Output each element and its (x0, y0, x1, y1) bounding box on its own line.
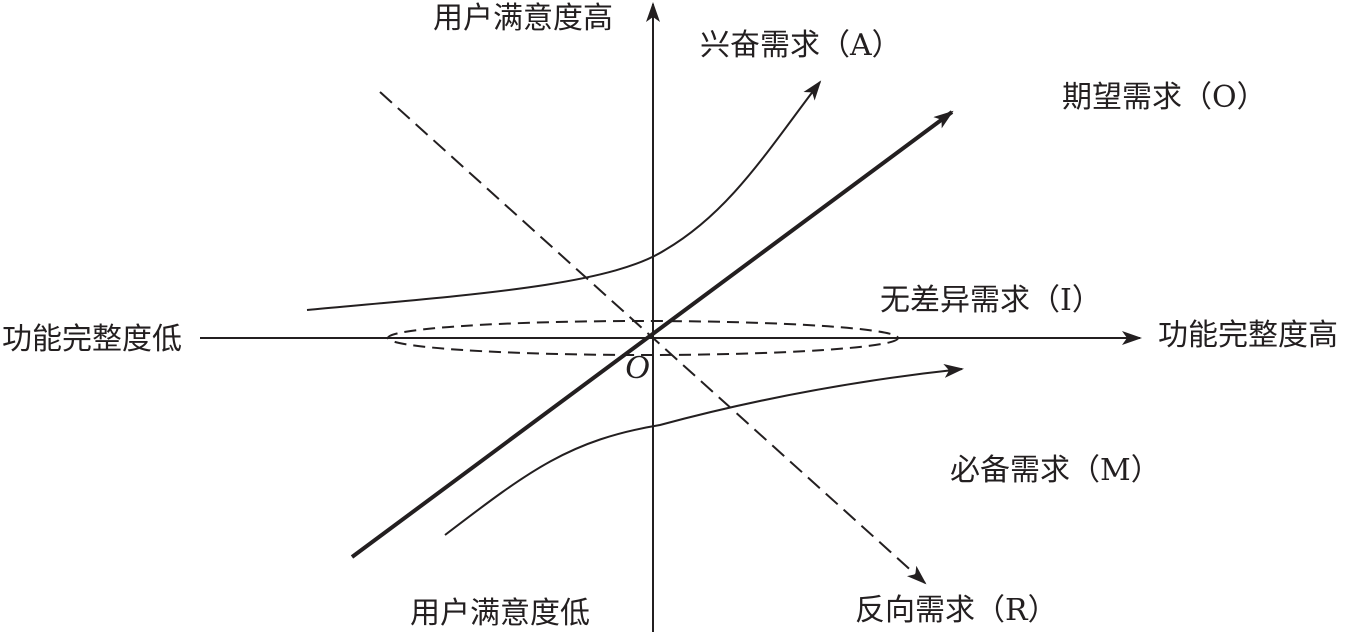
y-axis-bottom-label: 用户满意度低 (410, 596, 590, 631)
y-axis-top-label: 用户满意度高 (433, 1, 613, 36)
reverse-label: 反向需求（R） (855, 593, 1058, 628)
x-axis-right-label: 功能完整度高 (1158, 318, 1338, 353)
must-be-label: 必备需求（M） (950, 453, 1161, 488)
must-be-curve (444, 363, 964, 536)
x-axis-left-label: 功能完整度低 (2, 322, 182, 357)
one-dimensional-label: 期望需求（O） (1062, 80, 1267, 115)
reverse-line (379, 91, 927, 585)
indifferent-ellipse (387, 320, 899, 356)
origin-label: O (625, 349, 650, 386)
one-dimensional-line (350, 110, 954, 559)
attractive-label: 兴奋需求（A） (700, 28, 902, 63)
attractive-curve (306, 80, 822, 311)
indifferent-label: 无差异需求（I） (880, 283, 1102, 318)
